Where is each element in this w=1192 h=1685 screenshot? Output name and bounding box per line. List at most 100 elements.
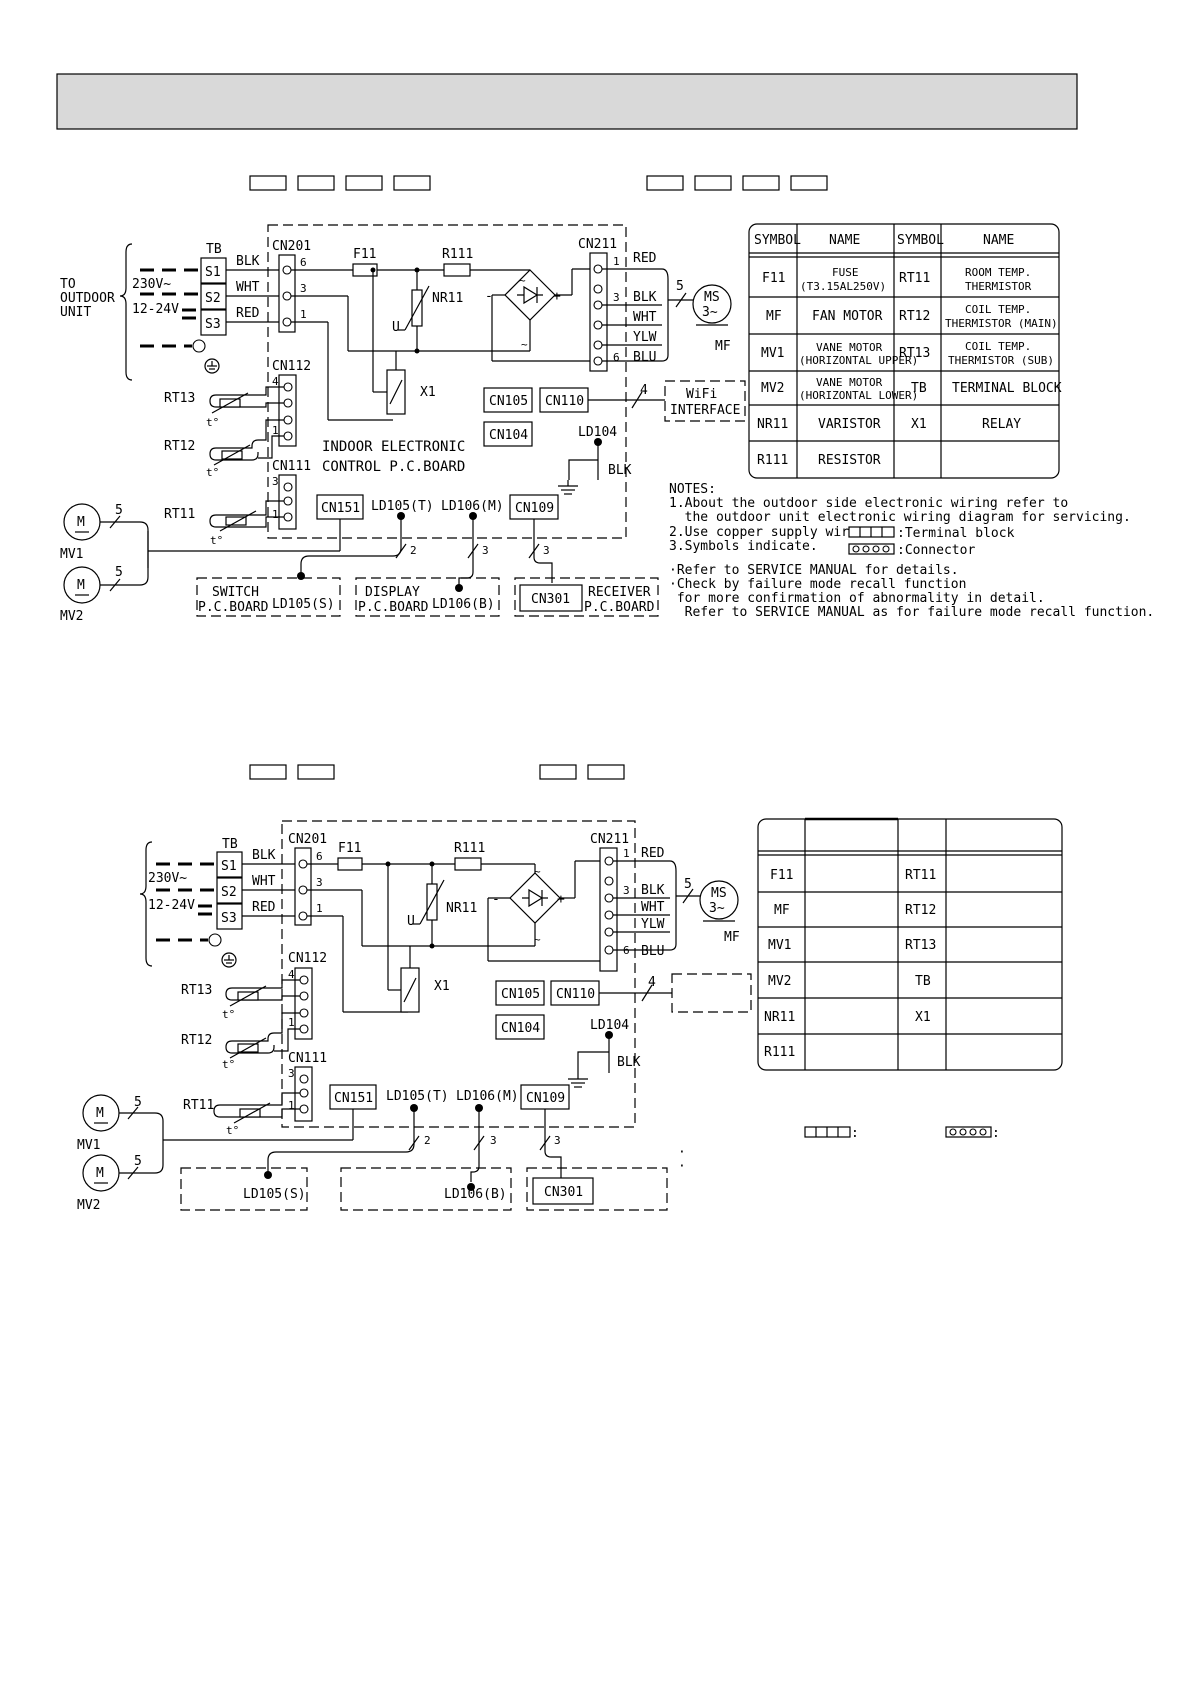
legend1-row4-symbol: MV2 xyxy=(761,381,784,396)
switch-board-line-2: P.C.BOARD xyxy=(198,600,269,615)
note-line-1: 1.About the outdoor side electronic wiri… xyxy=(669,496,1068,511)
nr11-label: NR11 xyxy=(432,291,463,306)
legend1-row1-name-line2: (T3.15AL250V) xyxy=(800,280,886,293)
mv1-label-2: MV1 xyxy=(77,1138,100,1153)
refer-line-3: for more confirmation of abnormality in … xyxy=(669,591,1045,606)
terminal-block-symbol-2 xyxy=(804,1126,851,1138)
cn211-wire-red-2: RED xyxy=(641,846,665,861)
rt11-label-2: RT11 xyxy=(183,1098,214,1113)
cn211-wire-wht: WHT xyxy=(633,310,657,325)
to-outdoor-line-3: UNIT xyxy=(60,305,91,320)
terminal-block-symbol xyxy=(848,526,895,538)
notes-block-1: NOTES: 1.About the outdoor side electron… xyxy=(669,482,1154,620)
receiver-board-line-2: P.C.BOARD xyxy=(584,600,655,615)
wifi-wire-count: 4 xyxy=(640,383,648,398)
cn111-label-2: CN111 xyxy=(288,1051,327,1066)
supply-230v-2: 230V~ xyxy=(148,871,187,886)
cn110-label-2: CN110 xyxy=(556,987,595,1002)
cn151-label: CN151 xyxy=(321,501,360,516)
legend1-row2-symbol: MF xyxy=(766,309,782,324)
terminal-s3-2: S3 xyxy=(221,911,237,926)
cn112-pin-1: 1 xyxy=(272,424,279,437)
legend1-row4-name-line2: (HORIZONTAL LOWER) xyxy=(799,389,918,402)
legend1-row1-name-line1: FUSE xyxy=(832,266,859,279)
cn111-pin-1: 1 xyxy=(272,508,279,521)
refer-line-2: ·Check by failure mode recall function xyxy=(669,577,966,592)
cn211-pin-1: 1 xyxy=(613,255,620,268)
tb-label-2: TB xyxy=(222,837,238,852)
legend2-row3-symbol-2: RT13 xyxy=(905,938,936,953)
f11-label: F11 xyxy=(353,247,376,262)
rt13-t-mark-2: t° xyxy=(222,1008,235,1021)
legend2-row6-symbol: R111 xyxy=(764,1045,795,1060)
ld106m-label: LD106(M) xyxy=(441,499,504,514)
legend1-row1-symbol: F11 xyxy=(762,271,785,286)
wire-red-2: RED xyxy=(252,900,276,915)
mv2-label-2: MV2 xyxy=(77,1198,100,1213)
cn201-pin-1-2: 1 xyxy=(316,902,323,915)
earth-icon-1 xyxy=(204,358,220,374)
section-header-band xyxy=(56,73,1078,130)
cn201-pin-6-2: 6 xyxy=(316,850,323,863)
mv2-wire-count: 5 xyxy=(115,565,123,580)
cn211-wire-wht-2: WHT xyxy=(641,900,665,915)
switch-board-line-1: SWITCH xyxy=(212,585,259,600)
legend1-header-symbol-2: SYMBOL xyxy=(897,233,944,248)
cn211-label-2: CN211 xyxy=(590,832,629,847)
legend1-row2-symbol-2: RT12 xyxy=(899,309,930,324)
supply-12-24v: 12-24V xyxy=(132,302,179,317)
ms-label-2: MS xyxy=(711,886,727,901)
earth-icon-2 xyxy=(221,952,237,968)
nr11-label-2: NR11 xyxy=(446,901,477,916)
legend1-row1-name2-line1: ROOM TEMP. xyxy=(965,266,1031,279)
u-label: U xyxy=(392,320,400,335)
legend1-row5-name2: RELAY xyxy=(982,417,1021,432)
connector-text: :Connector xyxy=(897,543,975,558)
wire-blk: BLK xyxy=(236,254,260,269)
refer-line-1: ·Refer to SERVICE MANUAL for details. xyxy=(669,563,959,578)
mv2-label: MV2 xyxy=(60,609,83,624)
display-board-line-2: P.C.BOARD xyxy=(358,600,429,615)
terminal-s1: S1 xyxy=(205,265,221,280)
r111-label-2: R111 xyxy=(454,841,485,856)
legend1-row1-name2-line2: THERMISTOR xyxy=(965,280,1032,293)
cn111-pin-3: 3 xyxy=(272,475,279,488)
cn211-wire-blu-2: BLU xyxy=(641,944,664,959)
x1-label: X1 xyxy=(420,385,436,400)
cn112-pin-1-2: 1 xyxy=(288,1016,295,1029)
mf-label: MF xyxy=(715,339,731,354)
ld105s-label: LD105(S) xyxy=(272,597,335,612)
legend1-row4-name-line1: VANE MOTOR xyxy=(816,376,883,389)
svg-text:~: ~ xyxy=(534,933,541,946)
cn201-label: CN201 xyxy=(272,239,311,254)
cn211-wire-blk-2: BLK xyxy=(641,883,665,898)
legend1-row2-name2-line2: THERMISTOR (MAIN) xyxy=(945,317,1058,330)
bridge-rectifier: - + ~ ~ xyxy=(485,269,561,351)
receiver-board-line-1: RECEIVER xyxy=(588,585,651,600)
rt12-t-mark-2: t° xyxy=(222,1058,235,1071)
mv1-motor-letter: M xyxy=(77,515,85,530)
rt12-label: RT12 xyxy=(164,439,195,454)
cn104-label-2: CN104 xyxy=(501,1021,540,1036)
bullet-1: · xyxy=(678,1145,686,1160)
svg-text:~: ~ xyxy=(521,338,528,351)
cn111-label: CN111 xyxy=(272,459,311,474)
svg-text:-: - xyxy=(492,892,500,907)
legend1-row3-name2-line2: THERMISTOR (SUB) xyxy=(948,354,1054,367)
ld106-count: 3 xyxy=(482,544,489,557)
rt13-t-mark: t° xyxy=(206,416,219,429)
cn211-pin-6: 6 xyxy=(613,351,620,364)
cn109-count: 3 xyxy=(543,544,550,557)
earth-terminal xyxy=(192,339,206,353)
terminal-s3: S3 xyxy=(205,317,221,332)
cn211-pin-3-2: 3 xyxy=(623,884,630,897)
ld104-blk-2: BLK xyxy=(617,1055,641,1070)
legend2-row4-symbol-2: TB xyxy=(915,974,931,989)
svg-text:~: ~ xyxy=(534,865,541,878)
ld106b-label: LD106(B) xyxy=(432,597,495,612)
ld105s-label-2: LD105(S) xyxy=(243,1187,306,1202)
mv1-label: MV1 xyxy=(60,547,83,562)
connector-symbol xyxy=(848,543,895,555)
rt13-label: RT13 xyxy=(164,391,195,406)
